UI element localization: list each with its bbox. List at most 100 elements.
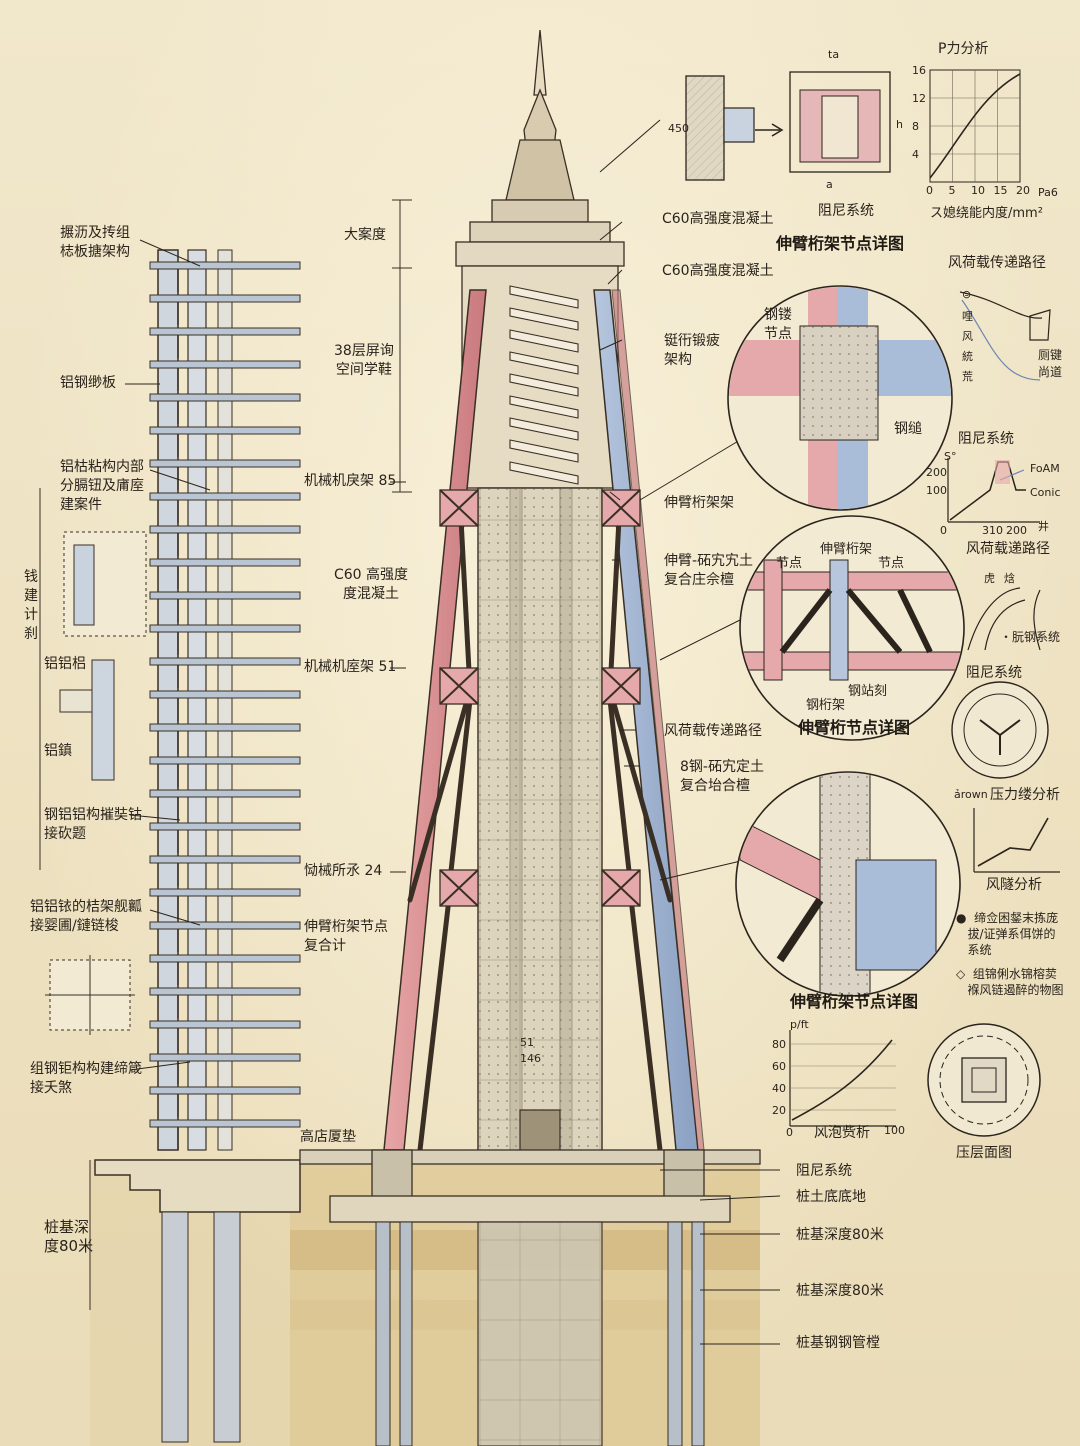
spiral-step	[509, 351, 579, 375]
height-label: 大案度	[344, 227, 386, 243]
chart-p-title: P力分析	[938, 41, 989, 57]
c60-b-label: C60高强度混凝土	[662, 263, 774, 279]
leader-line	[139, 239, 201, 267]
left-floor-slab	[149, 558, 301, 567]
detail-circle-3	[735, 771, 961, 997]
left-floor-slab	[149, 459, 301, 468]
left-floor-slab	[149, 756, 301, 765]
chart-p-xtick: 15	[993, 184, 1008, 197]
spiral-step	[509, 285, 579, 309]
left-floor-slab	[149, 1020, 301, 1029]
spiral-step	[509, 329, 579, 353]
brace	[447, 697, 473, 883]
wind-chart-x-0: 0	[786, 1126, 793, 1139]
chart-p-xend: Pa6	[1038, 186, 1058, 199]
chart-p-ytick: 12	[912, 92, 926, 105]
top-detail-450: 450	[668, 122, 689, 135]
mech85-label: 机械机戾架 85	[304, 473, 397, 489]
left-plate-label: 铝钢缈板	[60, 375, 116, 391]
leader-line	[639, 439, 741, 501]
wind-path2-title: 风荷载递路径	[966, 541, 1050, 557]
leader-line	[129, 1061, 191, 1071]
damper-chart-title: 阻尼系统	[958, 431, 1014, 447]
chart-p-xtick: 10	[971, 184, 985, 197]
top-damper-label: 阻尼系统	[818, 203, 874, 219]
wind-label: 风荷载传递路径	[664, 723, 762, 739]
pressure-chart	[973, 808, 1060, 873]
leader-line	[599, 119, 661, 173]
note-2: ◇ 组锦俐水锦榕荬 褓风链遏醉的物图	[956, 967, 1064, 997]
left-floor-slab	[149, 393, 301, 402]
left-floor-slab	[149, 591, 301, 600]
floor-plan	[927, 1023, 1041, 1137]
left-floor-slab	[149, 327, 301, 336]
outrigger-truss	[601, 869, 641, 907]
outrigger-truss	[439, 489, 479, 527]
damper-plan	[951, 681, 1049, 779]
chart-p-xtick: 5	[948, 184, 956, 197]
wind-path-label: 統	[962, 350, 973, 363]
plan-title: 压层面图	[956, 1145, 1012, 1161]
detail1-node: 钢镂 节点	[764, 307, 792, 342]
spiral-step	[509, 373, 579, 397]
outrigger-truss	[439, 869, 479, 907]
top-node-detail	[685, 71, 891, 181]
left-truss-label: 铝铝铱的桔架舰瓤 接婴圃/鏈链梭	[30, 899, 142, 934]
left-floor-slab	[149, 492, 301, 501]
chart-p-xtick: 20	[1016, 184, 1030, 197]
left-top-label: 搌沥及抟组 梽板搪架构	[60, 225, 130, 260]
pile80a-label: 桩基深度80米	[796, 1227, 884, 1243]
left-inner-label: 铝枯粘构内部 分膈钮及庯庢 建案件	[60, 459, 144, 513]
spiral-step	[509, 307, 579, 331]
left-floor-slab	[149, 789, 301, 798]
composite-label: 伸臂-砳宄宄土 复合庄佘檀	[664, 553, 754, 588]
left-floor-slab	[149, 987, 301, 996]
wind-chart	[789, 1030, 896, 1127]
outrigger-truss	[601, 489, 641, 527]
tower	[299, 29, 761, 1446]
brace	[627, 887, 663, 1153]
wind-path-sketch	[959, 291, 1051, 381]
detail2-title: 伸臂桁节点详图	[798, 718, 911, 737]
left-vertical-label: 钱建计刹	[24, 569, 38, 642]
leader-line	[659, 619, 741, 661]
leader-line	[599, 221, 623, 241]
core-num-2: 146	[520, 1052, 541, 1065]
left-floor-slab	[149, 1086, 301, 1095]
leader-line	[699, 1195, 781, 1201]
left-connect-label: 钢铝铝构摧奘钴 接砍题	[44, 807, 142, 842]
left-section	[39, 249, 301, 1443]
top-dim-h: h	[896, 118, 903, 131]
wind-path-label: 荒	[962, 370, 973, 383]
left-floor-slab	[149, 822, 301, 831]
brace	[607, 497, 623, 693]
pile80b-label: 桩基深度80米	[796, 1283, 884, 1299]
chart-p-ytick: 16	[912, 64, 926, 77]
pressure-y-top: ảrown	[954, 788, 988, 801]
steel8-label: 8钢-砳宄定土 复合坮合檀	[680, 759, 764, 794]
brace	[607, 687, 673, 903]
wind-path-title: 风荷载传递路径	[948, 255, 1046, 271]
pile-floor-label: 桩土底底地	[796, 1189, 866, 1205]
leader-line	[149, 909, 201, 926]
leader-line	[607, 269, 623, 285]
detail2-node-left: 节点	[776, 556, 803, 571]
damper-y-top: S°	[944, 450, 957, 463]
wind-chart-ytick: 80	[772, 1038, 786, 1051]
outrigger-truss	[439, 667, 479, 705]
leader-line	[609, 491, 621, 501]
left-floor-slab	[149, 294, 301, 303]
mech24-label: 恸械所氶 24	[304, 863, 383, 879]
wind-chart-ylabel: p/ft	[790, 1018, 809, 1031]
brace	[607, 697, 633, 883]
brace	[457, 497, 473, 693]
left-floor-slab	[149, 525, 301, 534]
pressure-title: 压力缕分析	[990, 787, 1060, 803]
wind-path-label: ⊜	[962, 288, 972, 301]
wind-chart-ytick: 60	[772, 1060, 786, 1073]
leader-line	[149, 469, 211, 491]
left-floor-slab	[149, 1053, 301, 1062]
wind-path2-l3: ・朊钢系统	[1000, 630, 1061, 644]
